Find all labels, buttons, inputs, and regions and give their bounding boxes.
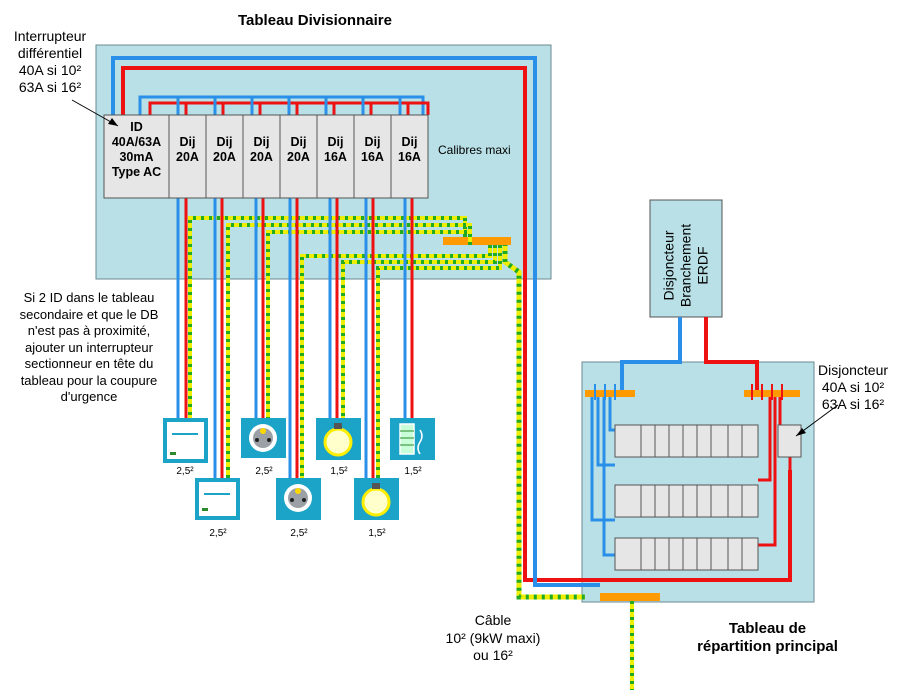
lamp-icon: [316, 418, 361, 460]
section-label: 2,5²: [176, 466, 194, 477]
id-breaker: [103, 114, 170, 199]
lamp-icon: [354, 478, 399, 520]
feed-phase-wire: [121, 66, 792, 582]
socket-icon: [276, 478, 321, 520]
socket-icon: [241, 418, 286, 458]
breaker-6: [353, 114, 392, 199]
main-disjoncteur: [777, 424, 802, 458]
section-label: 1,5²: [330, 466, 348, 477]
erdf-box: [649, 199, 723, 318]
section-label: 2,5²: [290, 528, 308, 539]
breaker-5: [316, 114, 355, 199]
id-breaker-label: ID 40A/63A 30mA Type AC: [111, 120, 162, 179]
advice-note: Si 2 ID dans le tableau secondaire et qu…: [19, 290, 159, 404]
heater-icon: [163, 418, 208, 463]
interrupteur-note: Interrupteur différentiel 40A si 10² 63A…: [13, 28, 87, 95]
heater-icon: [195, 478, 240, 520]
feed-earth-wire: [502, 243, 585, 600]
section-label: 2,5²: [209, 528, 227, 539]
breaker-2: [205, 114, 244, 199]
breaker-3: [242, 114, 281, 199]
breaker-7: [390, 114, 429, 199]
section-label: 2,5²: [255, 466, 273, 477]
section-label: 1,5²: [404, 466, 422, 477]
main-panel-title: Tableau de répartition principal: [697, 620, 838, 655]
disjoncteur-note: Disjoncteur 40A si 10² 63A si 16²: [817, 362, 889, 412]
earth-busbar: [443, 237, 511, 245]
breaker-4: [279, 114, 318, 199]
secondary-panel-title: Tableau Divisionnaire: [238, 12, 392, 29]
breaker-1: [168, 114, 207, 199]
cable-note: Câble 10² (9kW maxi) ou 16²: [445, 612, 541, 663]
towel-heater-icon: [390, 418, 435, 460]
erdf-label: Disjoncteur Branchement ERDF: [660, 223, 711, 308]
section-label: 1,5²: [368, 528, 386, 539]
calibres-label: Calibres maxi: [438, 143, 511, 157]
feed-neutral-wire: [111, 56, 600, 587]
